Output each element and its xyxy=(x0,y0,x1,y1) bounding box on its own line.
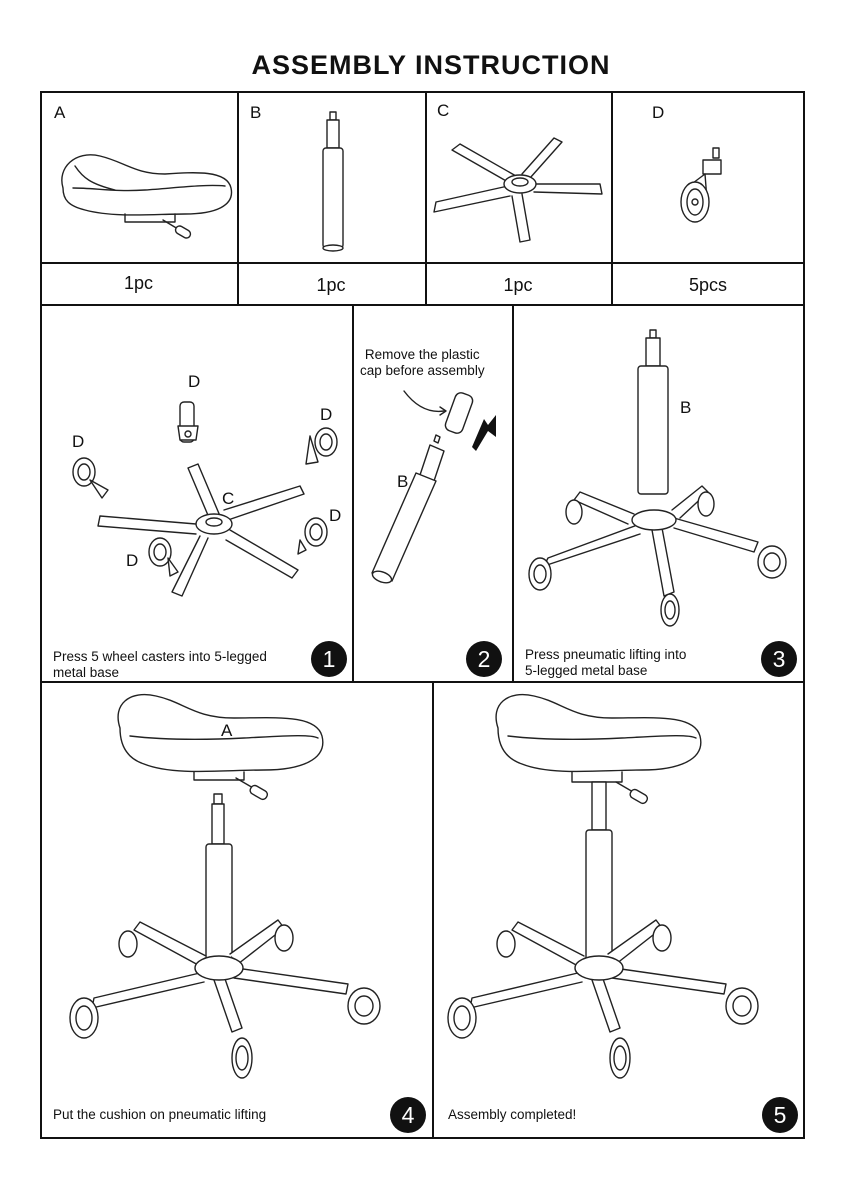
gas-cylinder-icon xyxy=(316,112,356,254)
part-quantity: 1pc xyxy=(425,275,611,296)
caster-label: D xyxy=(72,432,84,452)
cap-removal-note: Remove the plastic cap before assembly xyxy=(360,347,485,379)
cylinder-label: B xyxy=(397,472,408,492)
step-number-badge: 2 xyxy=(466,641,502,677)
divider xyxy=(40,304,805,306)
part-letter: D xyxy=(652,103,664,123)
five-star-base-icon xyxy=(430,134,608,244)
caster-label: D xyxy=(126,551,138,571)
part-quantity: 1pc xyxy=(40,273,237,294)
divider xyxy=(352,304,354,682)
caster-label: D xyxy=(188,372,200,392)
step-number-badge: 4 xyxy=(390,1097,426,1133)
step-caption: Press pneumatic lifting into 5-legged me… xyxy=(525,647,686,679)
part-letter: C xyxy=(437,101,449,121)
divider xyxy=(40,262,805,264)
part-letter: B xyxy=(250,103,261,123)
step-number-badge: 1 xyxy=(311,641,347,677)
step-caption: Put the cushion on pneumatic lifting xyxy=(53,1107,266,1123)
step-number-badge: 5 xyxy=(762,1097,798,1133)
assembled-stool-icon xyxy=(442,688,782,1088)
cylinder-label: B xyxy=(680,398,691,418)
step-caption: Assembly completed! xyxy=(448,1107,576,1123)
divider xyxy=(512,304,514,682)
divider xyxy=(611,91,613,305)
base-with-cylinder-icon xyxy=(524,330,796,630)
caster-wheel-icon xyxy=(675,146,725,228)
caster-label: D xyxy=(320,405,332,425)
part-letter: A xyxy=(54,103,65,123)
base-with-casters-icon xyxy=(60,390,350,610)
divider xyxy=(40,681,805,683)
part-quantity: 5pcs xyxy=(611,275,805,296)
part-quantity: 1pc xyxy=(237,275,425,296)
caster-label: D xyxy=(329,506,341,526)
stool-seat-placement-icon xyxy=(64,688,404,1088)
divider xyxy=(237,91,239,305)
divider xyxy=(425,91,427,305)
seat-label: A xyxy=(221,721,232,741)
step-caption: Press 5 wheel casters into 5-legged meta… xyxy=(53,649,267,681)
saddle-seat-icon xyxy=(55,148,235,248)
cylinder-cap-removal-icon xyxy=(368,385,508,595)
step-number-badge: 3 xyxy=(761,641,797,677)
divider xyxy=(432,681,434,1139)
base-label: C xyxy=(222,489,234,509)
page-title: ASSEMBLY INSTRUCTION xyxy=(0,50,849,81)
